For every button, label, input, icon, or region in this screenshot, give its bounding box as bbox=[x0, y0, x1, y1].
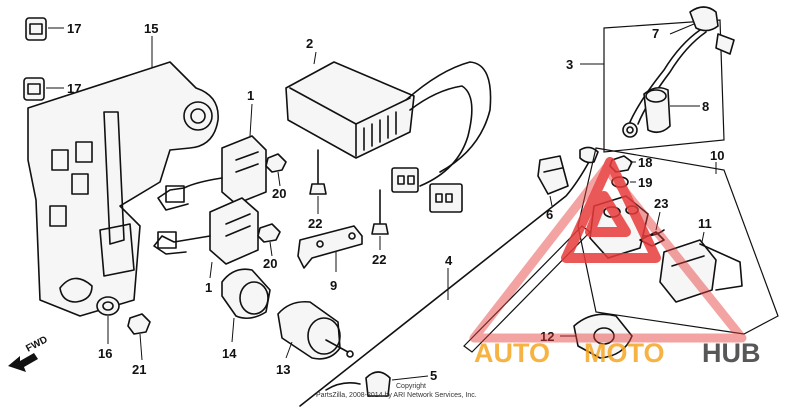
terminal-cap-part-5[interactable] bbox=[325, 371, 429, 397]
callout-5: 5 bbox=[430, 368, 437, 383]
watermark-text-auto: AUTO bbox=[474, 338, 550, 368]
bolt-part-20-lower[interactable] bbox=[257, 223, 281, 257]
bolt-part-22-left[interactable] bbox=[309, 149, 327, 214]
callout-9: 9 bbox=[330, 278, 337, 293]
washer-part-16[interactable] bbox=[96, 296, 120, 344]
regulator-part-2[interactable] bbox=[285, 51, 492, 213]
bracket-part-15[interactable] bbox=[27, 36, 219, 317]
callout-12: 12 bbox=[540, 329, 554, 344]
callout-3: 3 bbox=[566, 57, 573, 72]
watermark-text-hub: HUB bbox=[702, 338, 761, 368]
rubber-mount-part-12[interactable] bbox=[560, 313, 633, 359]
copyright-text-1: Copyright bbox=[396, 383, 426, 390]
clip-part-17-bottom[interactable] bbox=[23, 77, 64, 101]
callout-15: 15 bbox=[144, 21, 158, 36]
copyright-line-1: Copyright PartsZilla, 2008-2014 by ARI N… bbox=[316, 383, 477, 399]
sleeve-part-14[interactable] bbox=[221, 268, 271, 343]
stay-part-9[interactable] bbox=[297, 225, 363, 272]
callout-2: 2 bbox=[306, 36, 313, 51]
fwd-label: FWD bbox=[24, 334, 49, 354]
callout-11: 11 bbox=[698, 216, 712, 231]
callout-22-left: 22 bbox=[308, 216, 322, 231]
bolt-part-21[interactable] bbox=[127, 313, 151, 361]
forward-direction-arrow: FWD bbox=[8, 334, 50, 372]
relay-part-1-lower[interactable] bbox=[153, 197, 259, 279]
callout-20-upper: 20 bbox=[272, 186, 286, 201]
callout-19: 19 bbox=[638, 175, 652, 190]
callout-4: 4 bbox=[445, 253, 453, 268]
watermark-logo: AUTO MOTO HUB bbox=[469, 157, 761, 368]
cable-part-7[interactable] bbox=[622, 6, 735, 138]
cable-box-part-3[interactable] bbox=[580, 19, 725, 153]
bolt-part-20-upper[interactable] bbox=[265, 153, 287, 187]
watermark-triangle-large-icon bbox=[469, 163, 747, 343]
callout-18: 18 bbox=[638, 155, 652, 170]
callout-7: 7 bbox=[652, 26, 659, 41]
callout-1-lower: 1 bbox=[205, 280, 212, 295]
clip-part-17-top[interactable] bbox=[25, 17, 64, 41]
relay-part-1-upper[interactable] bbox=[157, 103, 267, 211]
copyright-text-2: PartsZilla, 2008-2014 by ARI Network Ser… bbox=[316, 392, 477, 399]
terminal-cover-part-8[interactable] bbox=[643, 86, 700, 134]
callout-14: 14 bbox=[222, 346, 237, 361]
callout-1-upper: 1 bbox=[247, 88, 254, 103]
callout-13: 13 bbox=[276, 362, 290, 377]
callout-16: 16 bbox=[98, 346, 112, 361]
callout-20-lower: 20 bbox=[263, 256, 277, 271]
callout-23: 23 bbox=[654, 196, 668, 211]
callout-6: 6 bbox=[546, 207, 553, 222]
callout-17-top: 17 bbox=[67, 21, 81, 36]
callout-10: 10 bbox=[710, 148, 724, 163]
callout-22-right: 22 bbox=[372, 252, 386, 267]
watermark-text-moto: MOTO bbox=[584, 338, 665, 368]
relay-socket-part-11[interactable] bbox=[659, 231, 743, 303]
callout-21: 21 bbox=[132, 362, 146, 377]
condenser-part-13[interactable] bbox=[277, 300, 354, 360]
bolt-part-22-right[interactable] bbox=[371, 189, 389, 250]
callout-8: 8 bbox=[702, 99, 709, 114]
watermark-triangle-icon bbox=[561, 157, 661, 263]
fuse-holder-part-6[interactable] bbox=[537, 155, 569, 207]
